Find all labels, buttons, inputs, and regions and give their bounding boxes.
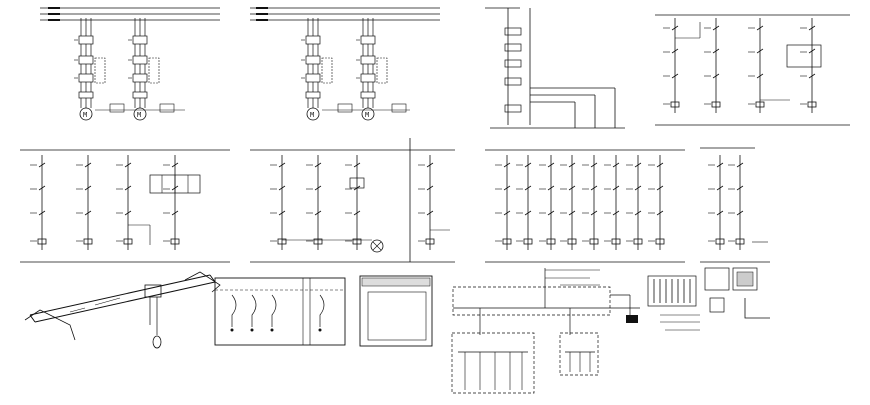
control-ladder-mid-4 [700,147,770,263]
panel-elevation-icon [214,277,346,346]
distribution-single-line [451,268,640,394]
motor-power-circuit-1: M M [40,7,220,121]
control-ladder-mid-1 [20,149,230,263]
motor-label: M [310,111,314,119]
enclosure-icon [359,275,433,347]
control-ladder-mid-3 [485,149,685,263]
crane-icon [24,271,221,349]
control-ladder-top-3 [485,7,625,129]
cabinet-icon [647,267,770,331]
motor-label: M [83,111,87,119]
motor-label: M [137,111,141,119]
control-ladder-mid-2 [250,138,455,263]
control-ladder-top-4 [655,14,850,126]
motor-label: M [365,111,369,119]
motor-power-circuit-2: M M [250,7,440,121]
